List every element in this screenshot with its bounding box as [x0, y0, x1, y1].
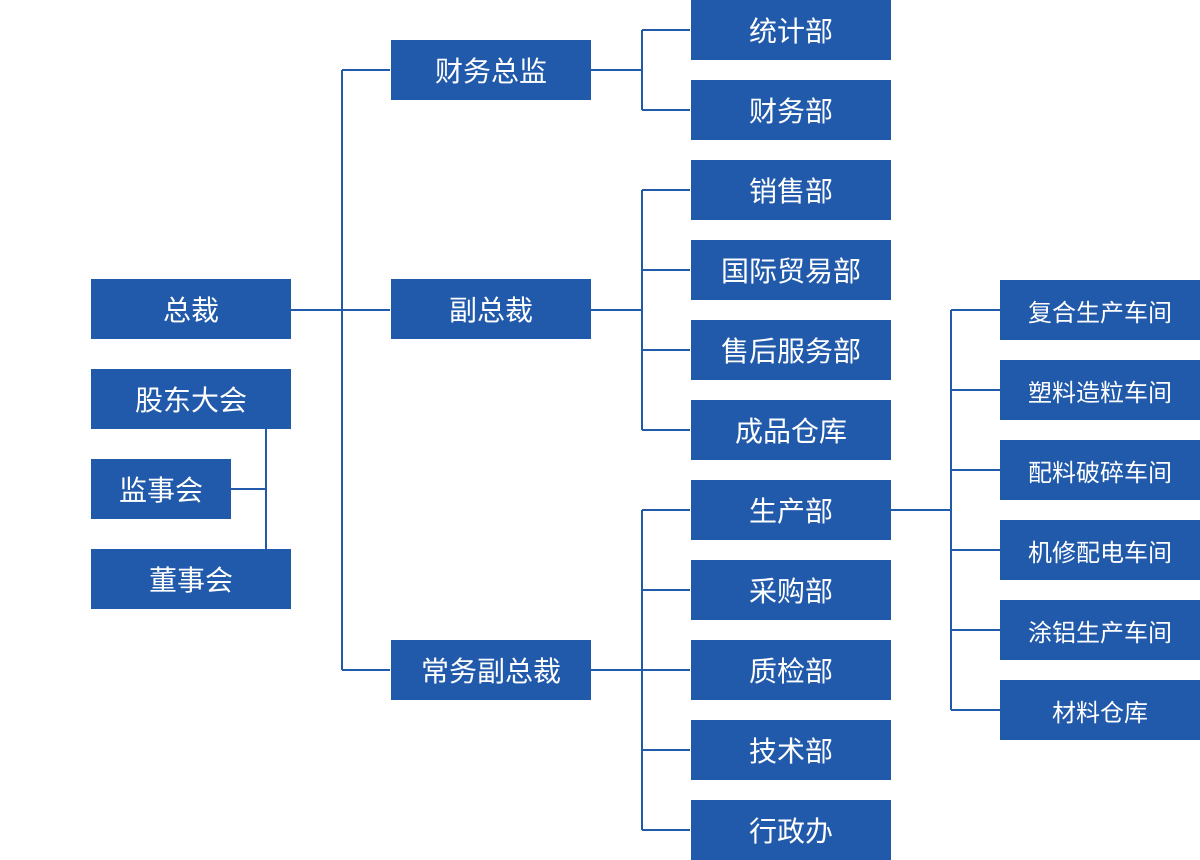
node-workshop-mech-electrical: 机修配电车间 [1000, 520, 1200, 580]
node-workshop-composite: 复合生产车间 [1000, 280, 1200, 340]
node-label: 总裁 [162, 294, 219, 327]
node-workshop-material-warehouse: 材料仓库 [1000, 680, 1200, 740]
node-label: 股东大会 [134, 384, 247, 417]
node-label: 涂铝生产车间 [1028, 618, 1172, 647]
node-dept-technical: 技术部 [691, 720, 891, 780]
node-label: 财务总监 [434, 55, 547, 88]
node-label: 董事会 [148, 564, 233, 597]
node-executive-vp: 常务副总裁 [391, 640, 591, 700]
node-board-of-directors: 董事会 [91, 549, 291, 609]
node-label: 机修配电车间 [1028, 538, 1172, 567]
node-label: 采购部 [748, 575, 833, 608]
node-label: 塑料造粒车间 [1028, 378, 1172, 407]
node-label: 国际贸易部 [720, 255, 861, 288]
node-dept-finance: 财务部 [691, 80, 891, 140]
node-workshop-aluminum-coating: 涂铝生产车间 [1000, 600, 1200, 660]
node-label: 统计部 [748, 15, 833, 48]
node-label: 监事会 [118, 474, 203, 507]
node-label: 材料仓库 [1052, 698, 1148, 727]
node-label: 副总裁 [448, 294, 533, 327]
node-dept-production: 生产部 [691, 480, 891, 540]
node-workshop-compounding-crushing: 配料破碎车间 [1000, 440, 1200, 500]
node-supervisory-board: 监事会 [91, 459, 231, 519]
node-workshop-plastic-pellet: 塑料造粒车间 [1000, 360, 1200, 420]
node-label: 复合生产车间 [1028, 298, 1172, 327]
node-label: 质检部 [748, 655, 833, 688]
node-president: 总裁 [91, 279, 291, 339]
node-dept-after-sales: 售后服务部 [691, 320, 891, 380]
node-dept-sales: 销售部 [691, 160, 891, 220]
node-label: 配料破碎车间 [1028, 458, 1172, 487]
node-dept-quality: 质检部 [691, 640, 891, 700]
node-dept-statistics: 统计部 [691, 0, 891, 60]
node-label: 生产部 [748, 495, 833, 528]
node-cfo: 财务总监 [391, 40, 591, 100]
node-label: 财务部 [748, 95, 833, 128]
node-dept-purchasing: 采购部 [691, 560, 891, 620]
node-label: 成品仓库 [734, 415, 847, 448]
node-dept-admin: 行政办 [691, 800, 891, 860]
node-label: 销售部 [748, 175, 833, 208]
node-vp: 副总裁 [391, 279, 591, 339]
node-dept-finished-goods-warehouse: 成品仓库 [691, 400, 891, 460]
node-label: 售后服务部 [720, 335, 861, 368]
node-label: 行政办 [748, 815, 833, 848]
node-label: 常务副总裁 [420, 655, 561, 688]
node-label: 技术部 [748, 735, 833, 768]
node-dept-intl-trade: 国际贸易部 [691, 240, 891, 300]
node-shareholders-meeting: 股东大会 [91, 369, 291, 429]
